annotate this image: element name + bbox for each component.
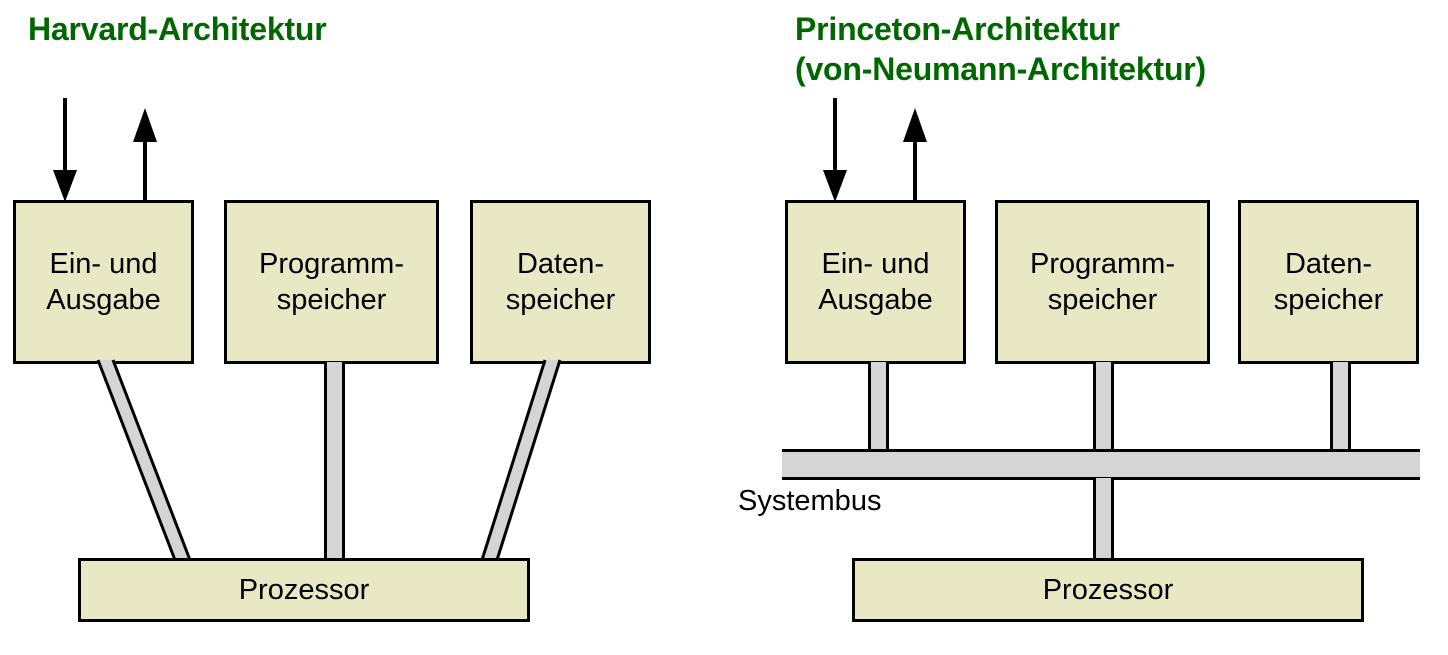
- right-connector-bus-to-processor: [1093, 478, 1114, 560]
- left-connector-io: [96, 359, 192, 561]
- right-box-processor-label: Prozessor: [1042, 573, 1174, 606]
- right-connector-data-memory-to-bus: [1330, 362, 1351, 452]
- system-bus-bar: [782, 449, 1420, 480]
- left-box-io-line1: Ein- und: [49, 248, 158, 280]
- left-connectors-group: [96, 359, 562, 561]
- left-box-io-line2: Ausgabe: [46, 284, 161, 316]
- right-box-data-memory[interactable]: Daten- speicher: [1238, 200, 1419, 364]
- left-box-data-memory-line1: Daten-: [516, 248, 605, 280]
- left-box-processor[interactable]: Prozessor: [78, 558, 530, 622]
- output-arrow-up: [903, 108, 927, 202]
- right-box-data-memory-line1: Daten-: [1284, 248, 1373, 280]
- right-diagram-title-line2: (von-Neumann-Architektur): [795, 51, 1207, 87]
- output-arrow-up: [133, 108, 157, 202]
- right-box-io-line2: Ausgabe: [818, 284, 933, 316]
- right-connector-program-memory-to-bus: [1093, 362, 1114, 452]
- right-box-program-memory-line2: speicher: [1047, 284, 1158, 316]
- right-box-io[interactable]: Ein- und Ausgabe: [785, 200, 966, 364]
- left-box-data-memory[interactable]: Daten- speicher: [470, 200, 651, 364]
- right-box-program-memory[interactable]: Programm- speicher: [995, 200, 1210, 364]
- right-io-arrows-group: [823, 98, 927, 202]
- system-bus-label: Systembus: [738, 485, 882, 517]
- right-box-program-memory-line1: Programm-: [1029, 248, 1175, 280]
- right-connector-io-to-bus: [868, 362, 889, 452]
- right-box-data-memory-line2: speicher: [1273, 284, 1384, 316]
- left-diagram-title: Harvard-Architektur: [28, 11, 327, 47]
- left-box-program-memory-line1: Programm-: [258, 248, 404, 280]
- input-arrow-down: [53, 98, 77, 202]
- left-box-io[interactable]: Ein- und Ausgabe: [13, 200, 194, 364]
- right-box-io-line1: Ein- und: [821, 248, 930, 280]
- left-connector-program-memory: [324, 362, 345, 560]
- right-diagram-title-line1: Princeton-Architektur: [795, 11, 1120, 47]
- left-box-program-memory-line2: speicher: [276, 284, 387, 316]
- left-box-processor-label: Prozessor: [238, 573, 370, 606]
- left-connector-data-memory: [480, 359, 562, 561]
- input-arrow-down: [823, 98, 847, 202]
- left-box-data-memory-line2: speicher: [505, 284, 616, 316]
- left-io-arrows-group: [53, 98, 157, 202]
- left-box-program-memory[interactable]: Programm- speicher: [224, 200, 439, 364]
- right-box-processor[interactable]: Prozessor: [852, 558, 1364, 622]
